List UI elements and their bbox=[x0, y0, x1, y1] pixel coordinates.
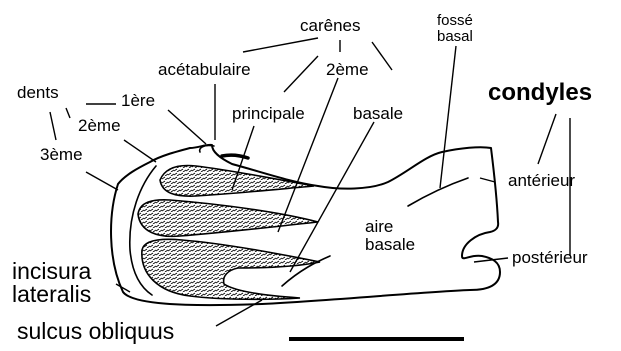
label-sulcus-obliquus: sulcus obliquus bbox=[17, 318, 174, 344]
labels: carênes acétabulaire 2ème fossé basal co… bbox=[12, 12, 592, 344]
keel-middle bbox=[138, 200, 318, 237]
label-lateralis: lateralis bbox=[12, 281, 91, 307]
label-dents: dents bbox=[17, 83, 59, 102]
label-carenes: carênes bbox=[300, 16, 360, 35]
label-aire-basale: basale bbox=[365, 235, 415, 254]
label-deuxieme-dent: 2ème bbox=[78, 116, 121, 135]
keels bbox=[138, 166, 320, 300]
label-basal: basal bbox=[437, 28, 473, 45]
label-premiere: 1ère bbox=[121, 91, 155, 110]
label-aire: aire bbox=[365, 217, 393, 236]
label-acetabulaire: acétabulaire bbox=[158, 60, 251, 79]
label-principale: principale bbox=[232, 104, 305, 123]
label-troisieme: 3ème bbox=[40, 145, 83, 164]
label-anterieur: antérieur bbox=[508, 171, 575, 190]
fosse-basal-curve bbox=[408, 178, 468, 206]
label-condyles: condyles bbox=[488, 79, 592, 106]
label-basale: basale bbox=[353, 104, 403, 123]
keel-lower bbox=[142, 239, 320, 299]
label-fosse: fossé bbox=[437, 12, 473, 29]
label-carene-deuxieme: 2ème bbox=[326, 60, 369, 79]
label-posterieur: postérieur bbox=[512, 248, 588, 267]
